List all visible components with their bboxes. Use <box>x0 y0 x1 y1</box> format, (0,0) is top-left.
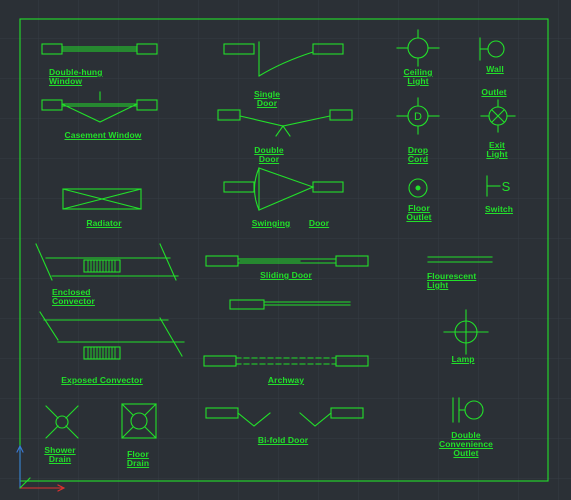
switch-symbol[interactable] <box>486 175 501 197</box>
double-convenience-outlet-symbol[interactable] <box>452 397 484 423</box>
label-exposed-convector: Exposed Convector <box>61 375 143 385</box>
label-double-hung-window: Double-hung Window <box>49 67 103 86</box>
single-door-symbol[interactable] <box>223 41 344 77</box>
label-switch: Switch <box>485 204 513 214</box>
convector-fins <box>87 260 116 272</box>
floor-drain-symbol[interactable] <box>121 403 157 439</box>
label-drop-cord: Drop Cord <box>407 145 429 164</box>
label-casement-window: Casement Window <box>64 130 142 140</box>
label-wall: Wall <box>486 64 504 74</box>
ucs-icon <box>16 444 66 492</box>
ceiling-light-symbol[interactable] <box>396 29 440 67</box>
drop-cord-letter: D <box>414 111 422 123</box>
drawing-border[interactable] <box>19 18 549 482</box>
switch-letter: S <box>502 179 511 194</box>
fluorescent-light-symbol[interactable] <box>427 256 493 263</box>
floor-outlet-symbol[interactable] <box>408 178 428 198</box>
drop-cord-symbol[interactable] <box>396 97 440 135</box>
label-sliding-door: Sliding Door <box>260 270 312 280</box>
label-radiator: Radiator <box>86 218 122 228</box>
exposed-convector-symbol[interactable] <box>39 311 185 360</box>
label-outlet: Outlet <box>481 87 507 97</box>
exit-light-symbol[interactable] <box>480 99 516 133</box>
label-swinging: Swinging <box>251 218 291 228</box>
wall-outlet-symbol[interactable] <box>479 37 505 61</box>
label-floor-drain: Floor Drain <box>126 449 150 468</box>
casement-window-symbol[interactable] <box>41 91 158 123</box>
label-door: Door <box>308 218 330 228</box>
label-floor-outlet: Floor Outlet <box>406 203 432 222</box>
double-hung-window-symbol[interactable] <box>41 43 158 55</box>
sliding-door-symbol[interactable] <box>205 255 369 267</box>
label-shower-drain: Shower Drain <box>44 445 76 464</box>
shower-drain-symbol[interactable] <box>45 405 79 439</box>
double-door-symbol[interactable] <box>217 109 353 137</box>
label-ceiling-light: Ceiling Light <box>403 67 433 86</box>
swinging-door-symbol[interactable] <box>223 167 344 211</box>
label-double-convenience-outlet: Double Convenience Outlet <box>438 430 494 458</box>
unlabeled-wall-opening-symbol[interactable] <box>229 299 351 310</box>
convector-fins <box>87 347 116 359</box>
label-enclosed-convector: Enclosed Convector <box>52 287 95 306</box>
radiator-symbol[interactable] <box>62 188 142 210</box>
archway-symbol[interactable] <box>203 355 369 367</box>
lamp-symbol[interactable] <box>443 309 489 355</box>
enclosed-convector-symbol[interactable] <box>35 243 179 281</box>
label-double-door: Double Door <box>254 145 284 164</box>
label-single-door: Single Door <box>253 89 281 108</box>
bi-fold-door-symbol[interactable] <box>205 407 364 427</box>
label-lamp: Lamp <box>451 354 475 364</box>
label-exit-light: Exit Light <box>486 140 508 159</box>
label-flourescent-light: Flourescent Light <box>427 271 477 290</box>
label-archway: Archway <box>267 375 305 385</box>
label-bi-fold-door: Bi-fold Door <box>257 435 309 445</box>
